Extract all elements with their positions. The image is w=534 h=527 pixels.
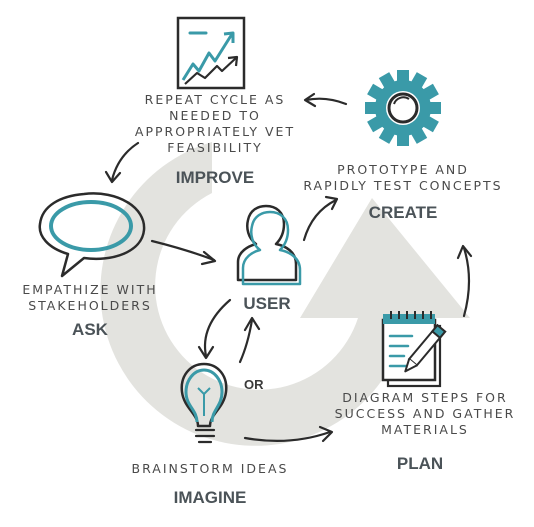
arrow-user-to-create [302,195,339,242]
arrow-improve-to-ask [104,141,140,184]
arrow-create-to-improve [303,92,348,108]
arrow-imagine-to-user [238,316,261,364]
improve-line-1: REPEAT CYCLE AS [144,92,286,107]
imagine-line-1: BRAINSTORM IDEAS [131,461,289,476]
improve-line-2: NEEDED TO [169,108,261,123]
create-line-2: RAPIDLY TEST CONCEPTS [303,178,503,193]
improve-line-3: APPROPRIATELY VET [134,124,296,139]
arrow-imagine-to-plan [243,425,334,443]
arrow-user-to-imagine [197,298,232,360]
plan-line-2: SUCCESS AND GATHER [334,406,516,421]
imagine-title: IMAGINE [173,488,247,507]
improve-description: REPEAT CYCLE AS NEEDED TO APPROPRIATELY … [115,92,315,156]
imagine-description: BRAINSTORM IDEAS [110,461,310,477]
create-title: CREATE [368,203,438,222]
create-line-1: PROTOTYPE AND [337,162,469,177]
user-label: USER [243,294,291,313]
plan-description: DIAGRAM STEPS FOR SUCCESS AND GATHER MAT… [325,390,525,438]
create-description: PROTOTYPE AND RAPIDLY TEST CONCEPTS [298,162,508,194]
arrow-plan-to-create [456,244,473,318]
ask-title: ASK [72,320,108,339]
ask-description: EMPATHIZE WITH STAKEHOLDERS [15,282,165,314]
plan-title: PLAN [396,454,444,473]
improve-line-4: FEASIBILITY [167,140,263,155]
ask-line-2: STAKEHOLDERS [28,298,152,313]
or-label: OR [244,377,264,392]
arrow-ask-to-user [150,239,217,266]
improve-title: IMPROVE [175,168,255,187]
ask-line-1: EMPATHIZE WITH [22,282,158,297]
plan-line-3: MATERIALS [381,422,469,437]
plan-line-1: DIAGRAM STEPS FOR [342,390,508,405]
